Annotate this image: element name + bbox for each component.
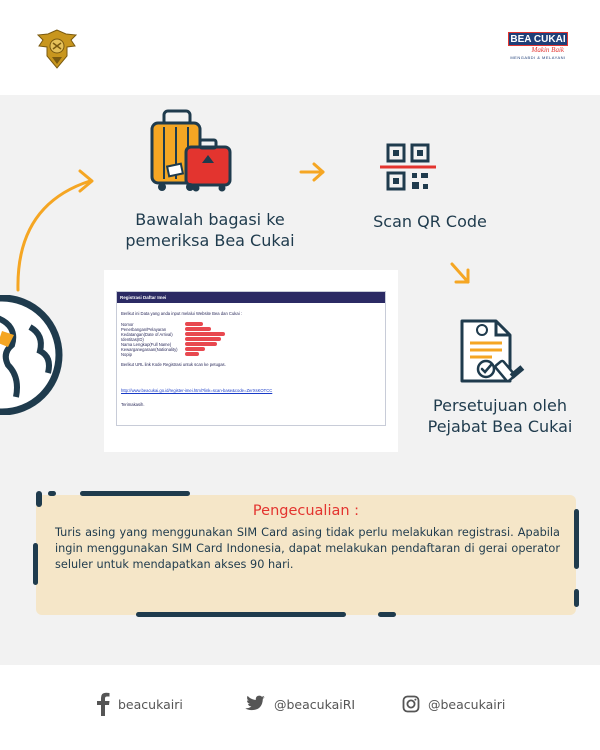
exception-note-box: Pengecualian : Turis asing yang mengguna… xyxy=(36,495,576,615)
registration-field: Nomor xyxy=(121,322,134,327)
arrow-down-right-icon xyxy=(450,262,470,284)
decorative-dash xyxy=(33,543,38,585)
twitter-icon xyxy=(245,695,265,711)
registration-url-link[interactable]: http://www.beacukai.go.id/register-imei.… xyxy=(121,388,273,393)
registration-header: Registrasi Daftar Imei xyxy=(117,292,385,303)
registration-field: Nopip xyxy=(121,352,132,357)
decorative-dash xyxy=(136,612,346,617)
redaction-mark xyxy=(185,337,221,341)
decorative-dash xyxy=(574,509,579,569)
approval-document-icon xyxy=(460,319,525,383)
exception-note-body: Turis asing yang menggunakan SIM Card as… xyxy=(55,526,560,571)
registration-field: Kedatangan(Date of Arrival) xyxy=(121,332,173,337)
qr-code-icon xyxy=(380,143,436,191)
redaction-mark xyxy=(185,347,205,351)
arrow-right-icon xyxy=(299,162,325,182)
instagram-link[interactable]: @beacukairi xyxy=(402,691,505,717)
decorative-dash xyxy=(48,491,56,496)
redaction-mark xyxy=(185,352,199,356)
header: BEA CUKAI Makin Baik MENGABDI & MELAYANI xyxy=(0,0,600,95)
redaction-mark xyxy=(185,322,203,326)
twitter-link[interactable]: @beacukaiRI xyxy=(244,691,355,717)
step-approval-label: Persetujuan oleh Pejabat Bea Cukai xyxy=(427,396,573,436)
registration-field: Identitas(ID) xyxy=(121,337,144,342)
redaction-mark xyxy=(185,342,217,346)
registration-field: Penerbangan/Pelayaran xyxy=(121,327,167,332)
facebook-icon xyxy=(97,692,110,716)
bea-cukai-logo: BEA CUKAI Makin Baik MENGABDI & MELAYANI xyxy=(508,32,568,62)
instagram-icon xyxy=(402,695,420,713)
decorative-dash xyxy=(574,589,579,607)
redaction-mark xyxy=(185,332,225,336)
instagram-handle: @beacukairi xyxy=(428,696,506,712)
twitter-handle: @beacukaiRI xyxy=(274,696,356,712)
brand-tagline: Makin Baik xyxy=(531,46,564,54)
registration-field: Nama Lengkap(Full Name) xyxy=(121,342,172,347)
decorative-dash xyxy=(36,491,42,507)
curved-arrow-icon xyxy=(16,169,94,292)
registration-field: Kewarganegaraan(Nationality) xyxy=(121,347,178,352)
registration-email-card: Registrasi Daftar Imei Berikut ini Data … xyxy=(104,270,398,452)
brand-name: BEA CUKAI xyxy=(508,32,568,46)
decorative-dash xyxy=(80,491,190,496)
registration-url-note: Berikut URL link Kode Registrasi untuk s… xyxy=(121,362,226,367)
main-panel: Bawalah bagasi ke pemeriksa Bea Cukai Sc… xyxy=(0,95,600,665)
facebook-link[interactable]: beacukairi xyxy=(96,691,183,717)
step-scan-label: Scan QR Code xyxy=(373,212,487,231)
redaction-mark xyxy=(185,327,211,331)
registration-intro: Berikut ini Data yang anda input melalui… xyxy=(121,311,242,316)
luggage-icon xyxy=(150,109,232,192)
facebook-handle: beacukairi xyxy=(118,696,183,712)
brand-subtitle: MENGABDI & MELAYANI xyxy=(510,55,566,60)
decorative-dash xyxy=(378,612,396,617)
registration-email-frame: Registrasi Daftar Imei Berikut ini Data … xyxy=(116,291,386,426)
step-luggage-label: Bawalah bagasi ke pemeriksa Bea Cukai xyxy=(125,210,295,250)
registration-closing: Terimakasih. xyxy=(121,402,145,407)
globe-icon xyxy=(0,295,63,415)
footer: beacukairi @beacukaiRI @beacukairi xyxy=(0,665,600,750)
customs-emblem-icon xyxy=(36,29,78,69)
exception-note-title: Pengecualian : xyxy=(252,503,360,519)
